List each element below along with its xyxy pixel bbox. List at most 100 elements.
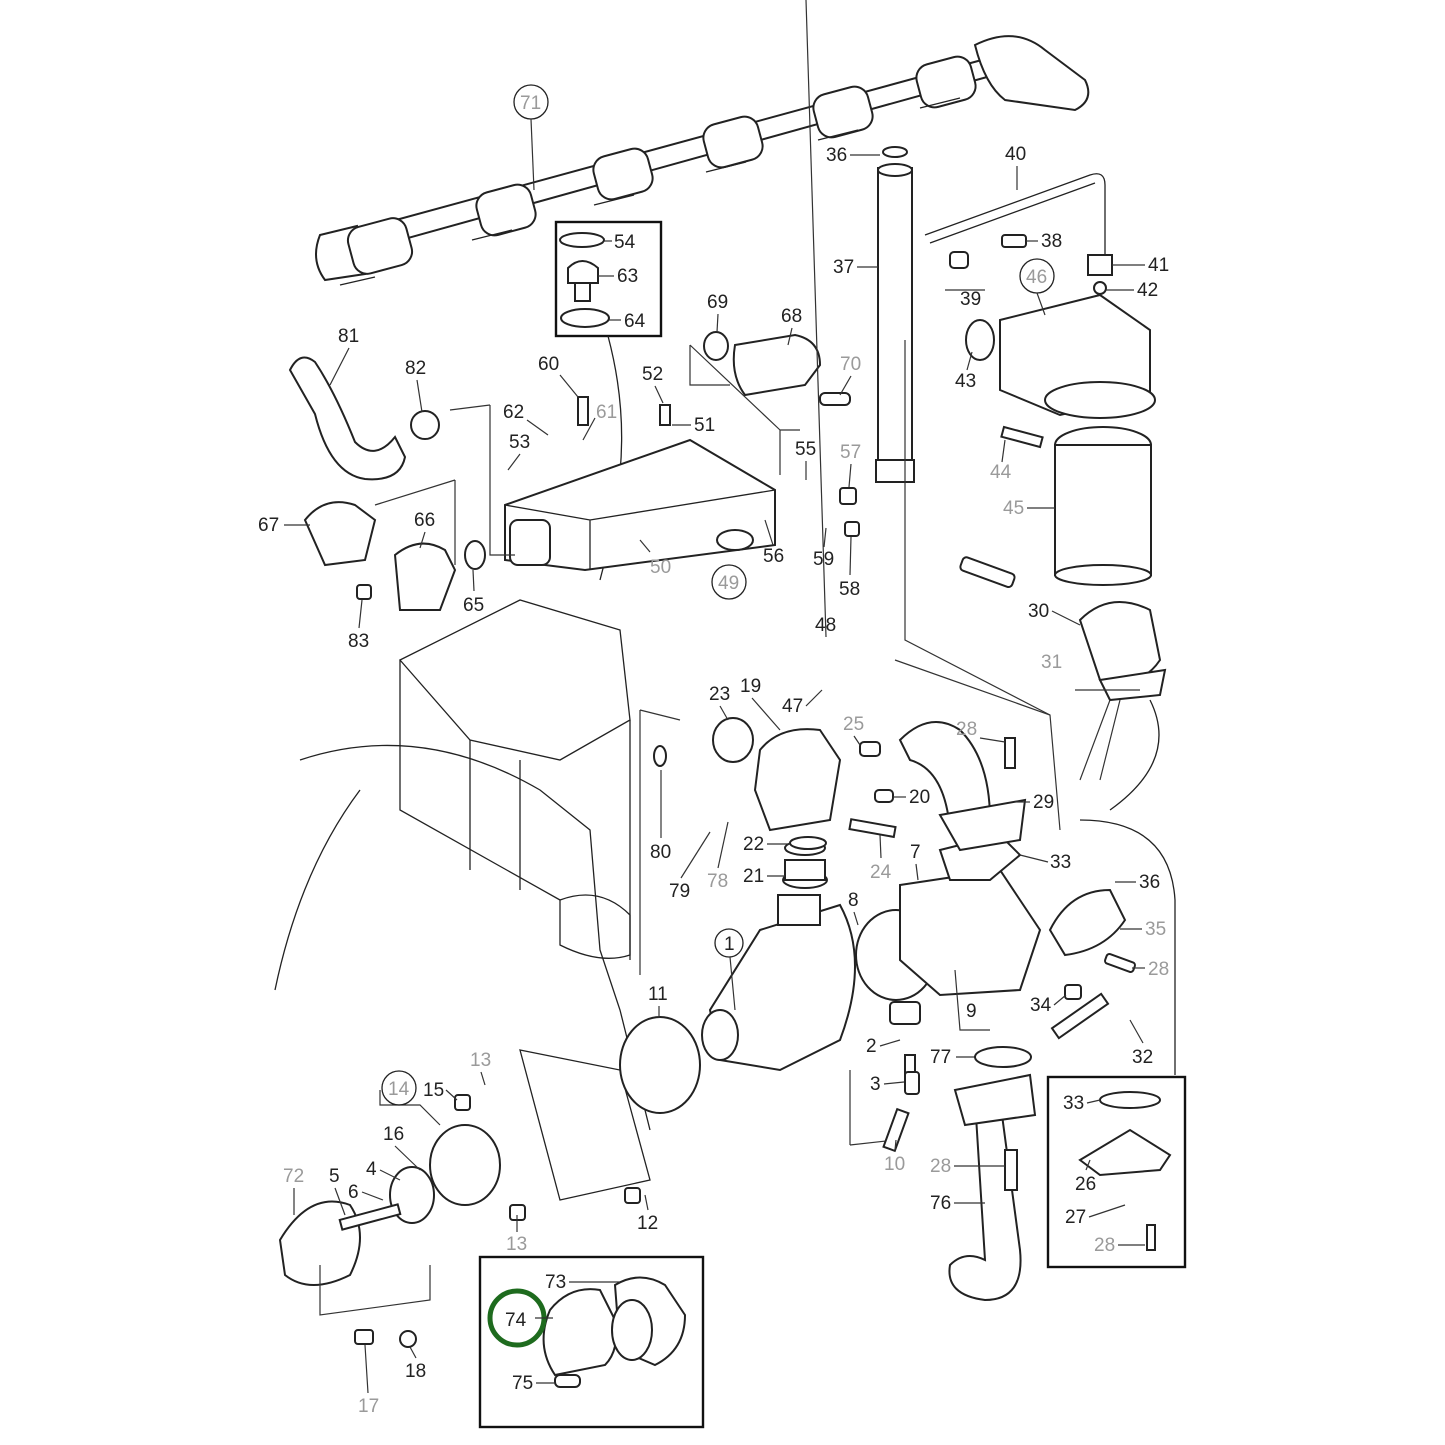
callout-8: 8: [848, 890, 859, 911]
callout-31: 31: [1041, 652, 1062, 673]
callout-36b: 36: [1139, 872, 1160, 893]
callout-33b: 33: [1063, 1093, 1084, 1114]
engine-block: [274, 599, 651, 1201]
callout-56: 56: [763, 546, 784, 567]
callout-63: 63: [617, 266, 638, 287]
callout-66: 66: [414, 510, 435, 531]
callout-65: 65: [463, 595, 484, 616]
callout-58: 58: [839, 579, 860, 600]
callout-14: 14: [388, 1079, 410, 1100]
callout-40: 40: [1005, 144, 1026, 165]
callout-24: 24: [870, 862, 892, 883]
callout-21: 21: [743, 866, 764, 887]
callout-69: 69: [707, 292, 728, 313]
callout-20: 20: [909, 787, 930, 808]
callout-28a: 28: [956, 719, 977, 740]
callout-67: 67: [258, 515, 279, 536]
callout-70: 70: [840, 354, 861, 375]
callout-34: 34: [1030, 995, 1052, 1016]
callout-45: 45: [1003, 498, 1024, 519]
callout-13b: 13: [506, 1234, 527, 1255]
callout-19: 19: [740, 676, 761, 697]
inset-box-cover: [478, 1255, 705, 1429]
callout-51: 51: [694, 415, 715, 436]
callout-44: 44: [990, 462, 1012, 483]
callout-28c: 28: [930, 1156, 951, 1177]
callout-28b: 28: [1148, 959, 1169, 980]
callout-6: 6: [348, 1182, 359, 1203]
callout-17: 17: [358, 1396, 379, 1417]
callout-82: 82: [405, 358, 426, 379]
callout-28d: 28: [1094, 1235, 1115, 1256]
callout-1: 1: [724, 934, 735, 955]
callout-77: 77: [930, 1047, 951, 1068]
callout-2: 2: [866, 1036, 877, 1057]
callout-18: 18: [405, 1361, 426, 1382]
oil-line: [924, 173, 1106, 255]
callout-29: 29: [1033, 792, 1054, 813]
oil-filter-assembly: [965, 254, 1156, 586]
callout-41: 41: [1148, 255, 1169, 276]
callout-4: 4: [366, 1159, 377, 1180]
manifold-housing: [504, 438, 776, 572]
callout-49: 49: [718, 573, 739, 594]
callout-33a: 33: [1050, 852, 1071, 873]
callout-11: 11: [648, 984, 668, 1005]
callout-52: 52: [642, 364, 663, 385]
callout-47: 47: [782, 696, 803, 717]
callout-68: 68: [781, 306, 802, 327]
callout-60: 60: [538, 354, 559, 375]
callout-10: 10: [884, 1154, 905, 1175]
callout-13a: 13: [470, 1050, 491, 1071]
callout-72: 72: [283, 1166, 304, 1187]
callout-26: 26: [1075, 1174, 1096, 1195]
camshaft-rail: [315, 35, 1090, 286]
callout-12: 12: [637, 1213, 658, 1234]
callout-39: 39: [960, 289, 981, 310]
callout-labels: 71 46 49 14 1 74 36 40 54 63 64 38 37 41…: [258, 0, 1169, 1417]
pipe-76: [948, 1099, 1022, 1302]
callout-55: 55: [795, 439, 816, 460]
callout-38: 38: [1041, 231, 1062, 252]
callout-42: 42: [1137, 280, 1158, 301]
callout-9: 9: [966, 1001, 977, 1022]
callout-46: 46: [1026, 267, 1047, 288]
callout-15: 15: [423, 1080, 444, 1101]
callout-83: 83: [348, 631, 369, 652]
callout-27: 27: [1065, 1207, 1086, 1228]
callout-7: 7: [910, 842, 921, 863]
pipe-81: [288, 356, 407, 481]
callout-36: 36: [826, 145, 847, 166]
callout-25: 25: [843, 714, 864, 735]
callout-5: 5: [329, 1166, 340, 1187]
callout-3: 3: [870, 1074, 881, 1095]
callout-43: 43: [955, 371, 976, 392]
callout-35: 35: [1145, 919, 1166, 940]
callout-30: 30: [1028, 601, 1049, 622]
callout-16: 16: [383, 1124, 404, 1145]
callout-32: 32: [1132, 1047, 1153, 1068]
callout-79: 79: [669, 881, 690, 902]
callout-64: 64: [624, 311, 646, 332]
callout-74: 74: [505, 1310, 527, 1331]
bolts: [354, 234, 1136, 1348]
callout-53: 53: [509, 432, 530, 453]
callout-61: 61: [596, 402, 617, 423]
water-pump: [619, 840, 856, 1114]
vertical-pipe: [875, 146, 915, 483]
callout-54: 54: [614, 232, 636, 253]
callout-71: 71: [520, 93, 541, 114]
callout-37: 37: [833, 257, 854, 278]
callout-81: 81: [338, 326, 359, 347]
callout-75: 75: [512, 1373, 533, 1394]
callout-23: 23: [709, 684, 730, 705]
callout-22: 22: [743, 834, 764, 855]
callout-80: 80: [650, 842, 671, 863]
callout-57: 57: [840, 442, 861, 463]
inset-box-flange: [1046, 1075, 1187, 1269]
callout-62: 62: [503, 402, 524, 423]
callout-73: 73: [545, 1272, 566, 1293]
callout-78: 78: [707, 871, 728, 892]
callout-76: 76: [930, 1193, 951, 1214]
